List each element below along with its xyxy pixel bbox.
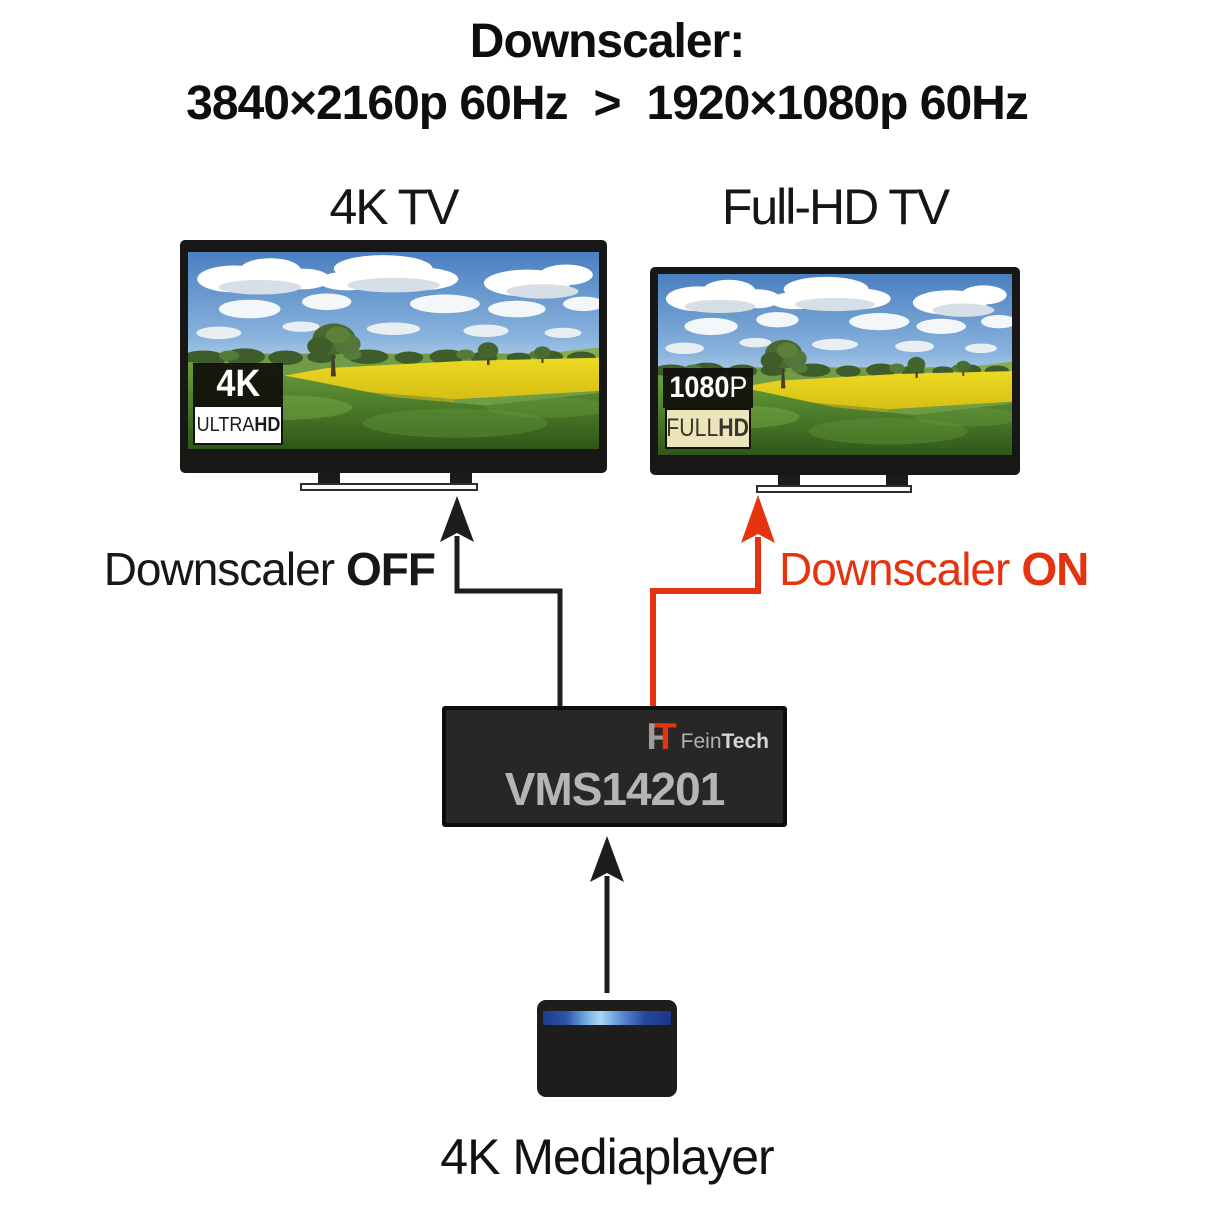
fhd-tv-screen: 1080P FULLHD xyxy=(658,274,1012,455)
uhd-tv-label: 4K TV xyxy=(329,179,459,235)
source-resolution: 3840×2160p 60Hz xyxy=(186,77,568,130)
badge-ultrahd-text: ULTRAHD xyxy=(193,405,283,445)
logo-f-mark: F xyxy=(646,716,670,757)
arrowhead-mediaplayer xyxy=(590,836,624,882)
arrowhead-downscaler-off xyxy=(440,496,474,542)
badge-1080p-text: 1080P xyxy=(663,368,753,408)
brand-name: FeinTech xyxy=(680,730,769,753)
badge-4k-text: 4K xyxy=(193,363,283,405)
mediaplayer-device xyxy=(537,1000,677,1097)
tv-stand-neck xyxy=(778,475,800,486)
tv-stand-base xyxy=(756,485,912,493)
resolution-conversion-text: 3840×2160p 60Hz >1920×1080p 60Hz xyxy=(0,76,1214,131)
page-title: Downscaler: xyxy=(469,15,745,68)
tv-stand-neck xyxy=(886,475,908,486)
badge-fullhd-text: FULLHD xyxy=(665,408,751,449)
logo-t-mark: T xyxy=(654,716,677,757)
uhd-tv-screen: 4K ULTRAHD xyxy=(188,252,599,449)
fhd-tv: 1080P FULLHD xyxy=(650,267,1020,493)
tv-stand-base xyxy=(300,483,478,491)
off-state-text: OFF xyxy=(346,543,436,595)
uhd-tv: 4K ULTRAHD xyxy=(180,240,607,491)
tv-stand-neck xyxy=(450,473,472,484)
on-state-text: ON xyxy=(1021,543,1089,595)
target-resolution: 1920×1080p 60Hz xyxy=(646,77,1029,130)
greater-than-sign: > xyxy=(593,77,621,130)
arrow-line-downscaler-off xyxy=(454,536,563,708)
fhd-resolution-badge: 1080P FULLHD xyxy=(663,368,753,451)
tv-stand-neck xyxy=(318,473,340,484)
arrowhead-downscaler-on xyxy=(741,495,775,543)
uhd-resolution-badge: 4K ULTRAHD xyxy=(193,363,283,445)
mediaplayer-label: 4K Mediaplayer xyxy=(440,1129,774,1185)
device-model-number: VMS14201 xyxy=(504,763,726,815)
mediaplayer-led-stripe xyxy=(543,1011,671,1025)
arrow-line-downscaler-on xyxy=(650,537,761,708)
fhd-tv-label: Full-HD TV xyxy=(721,179,950,235)
